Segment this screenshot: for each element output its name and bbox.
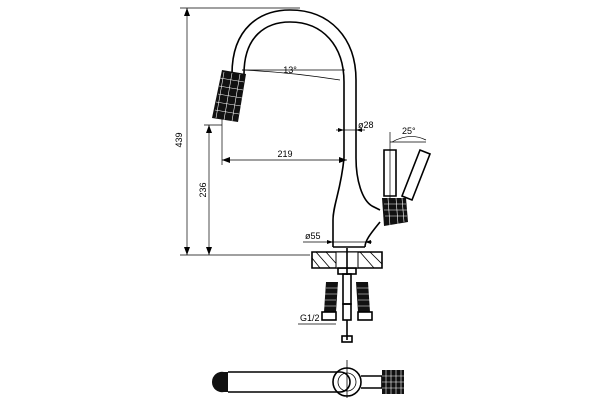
thread-label: G1/2 <box>300 313 320 323</box>
spout-angle-label: 13° <box>283 65 297 75</box>
hose-icon <box>321 267 373 343</box>
spout-angle-dimension: 13° <box>241 65 345 81</box>
spout-height-dimension: 236 <box>198 124 222 255</box>
total-height-dimension: 439 <box>174 7 310 256</box>
reach-label: 219 <box>277 149 292 159</box>
spout-height-label: 236 <box>198 182 208 197</box>
spout-body <box>231 9 381 248</box>
handle-icon: 25° <box>382 126 432 227</box>
tube-diameter-dimension: ø28 <box>336 120 374 132</box>
countertop-section <box>311 248 383 275</box>
pull-out-spray-head-icon <box>212 70 246 122</box>
handle-angle-label: 25° <box>402 126 416 136</box>
thread-dimension: G1/2 <box>298 313 336 325</box>
base-diameter-dimension: ø55 <box>303 231 372 244</box>
base-diameter-label: ø55 <box>305 231 321 241</box>
tube-diameter-label: ø28 <box>358 120 374 130</box>
reach-dimension: 219 <box>221 118 347 165</box>
top-view <box>211 360 404 398</box>
total-height-label: 439 <box>174 132 184 147</box>
